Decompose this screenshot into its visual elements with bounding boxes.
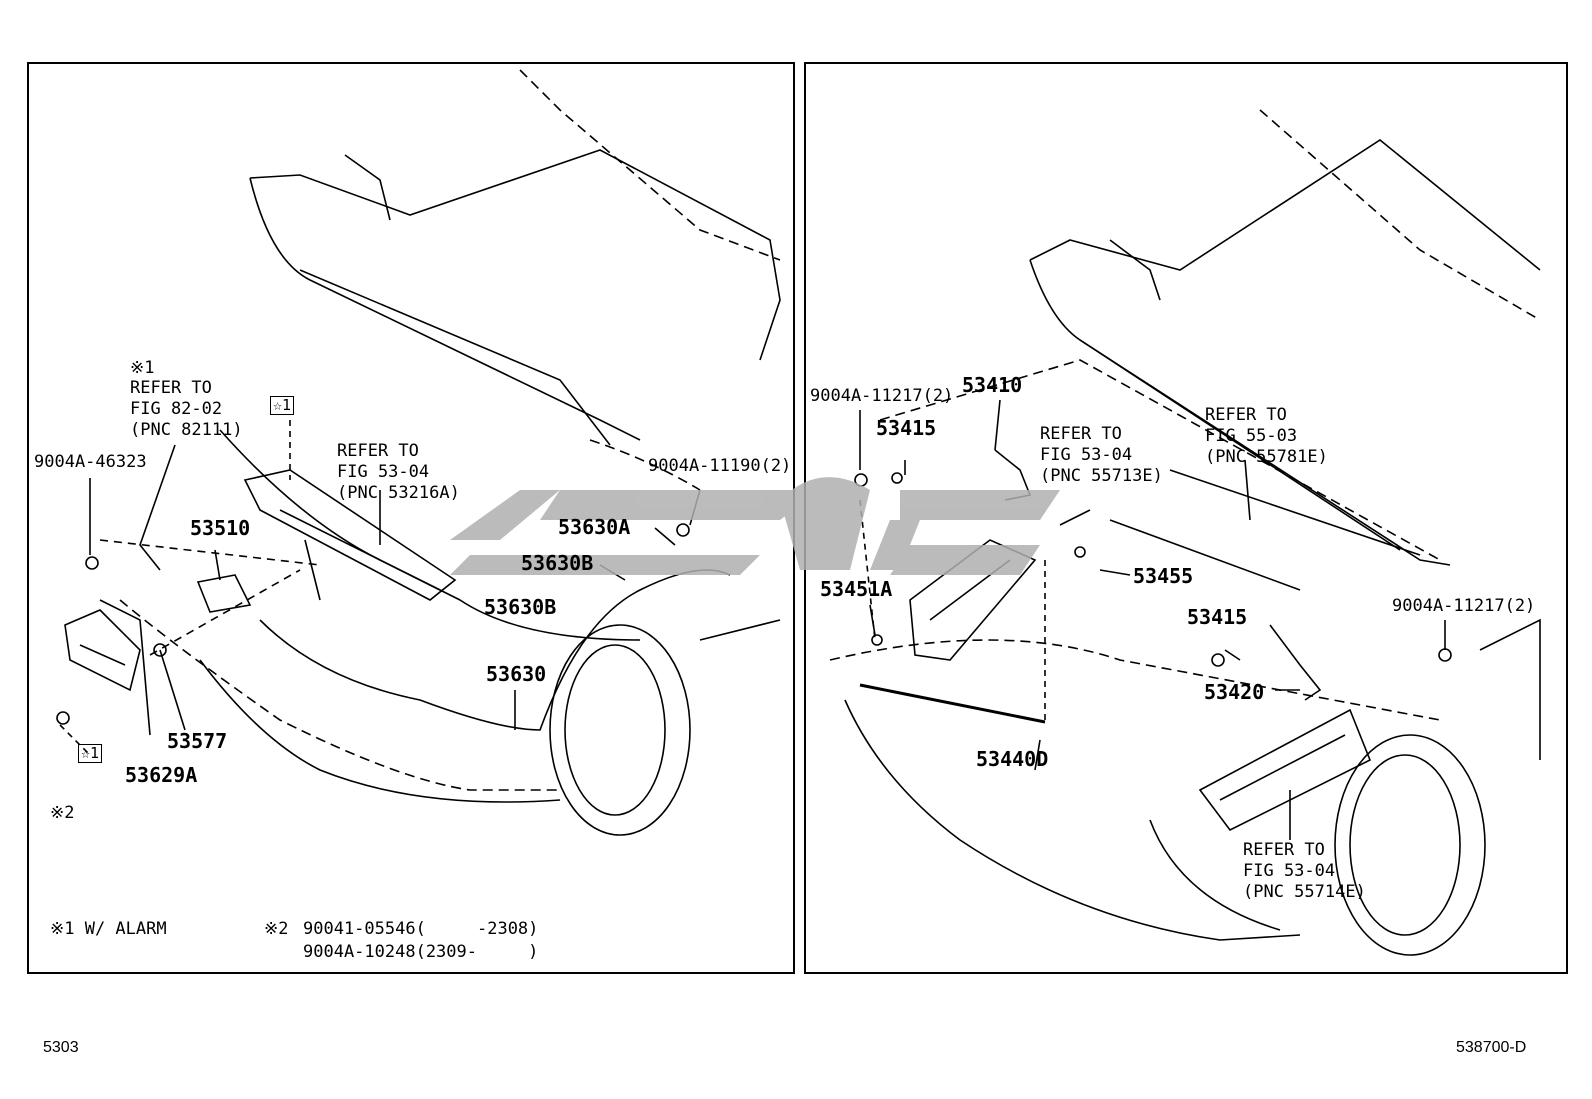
- figure-number-left: 5303: [43, 1039, 79, 1056]
- star-mark-box-top: ☆1: [270, 396, 295, 415]
- part-53420: 53420: [1204, 680, 1265, 704]
- part-53415-lower: 53415: [1187, 605, 1248, 629]
- part-9004a-11217-right: 9004A-11217(2): [1392, 596, 1536, 616]
- ref-55714e-line2: FIG 53-04: [1243, 861, 1336, 881]
- part-53630a: 53630A: [558, 515, 631, 539]
- part-53629a: 53629A: [125, 763, 198, 787]
- part-9004a-11190: 9004A-11190(2): [648, 456, 792, 476]
- part-9004a-11217-left: 9004A-11217(2): [810, 386, 954, 406]
- ref-55713e-line2: FIG 53-04: [1040, 445, 1133, 465]
- ref-53216a-line2: FIG 53-04: [337, 462, 430, 482]
- footnote-alarm: ※1 W/ ALARM: [50, 919, 167, 939]
- note2-mark: ※2: [50, 803, 75, 823]
- alarm-note-mark: ※1: [130, 358, 155, 378]
- part-53630b-upper: 53630B: [521, 551, 594, 575]
- part-9004a-46323: 9004A-46323: [34, 452, 147, 472]
- part-53630b-lower: 53630B: [484, 595, 557, 619]
- ref-55714e-line3: (PNC 55714E): [1243, 882, 1366, 902]
- star-mark-box-bottom: ☆1: [78, 744, 103, 763]
- ref-55781e-line3: (PNC 55781E): [1205, 447, 1328, 467]
- part-53630: 53630: [486, 662, 547, 686]
- figure-code-right: 538700-D: [1456, 1039, 1527, 1056]
- part-53410: 53410: [962, 373, 1023, 397]
- ref-53216a-line1: REFER TO: [337, 441, 419, 461]
- part-53510: 53510: [190, 516, 251, 540]
- footnote2-line2: 9004A-10248(2309- ): [303, 942, 539, 962]
- right-vehicle-drawing: [829, 109, 1541, 956]
- part-53455: 53455: [1133, 564, 1194, 588]
- ref-55714e-line1: REFER TO: [1243, 840, 1325, 860]
- ref-55713e-line3: (PNC 55713E): [1040, 466, 1163, 486]
- alarm-ref-line2: FIG 82-02: [130, 399, 223, 419]
- part-53451a: 53451A: [820, 577, 893, 601]
- ref-53216a-line3: (PNC 53216A): [337, 483, 460, 503]
- part-53440d: 53440D: [976, 747, 1049, 771]
- footnote2-line1: 90041-05546( -2308): [303, 919, 539, 939]
- left-vehicle-drawing: [56, 69, 781, 836]
- ref-55781e-line1: REFER TO: [1205, 405, 1287, 425]
- alarm-ref-line1: REFER TO: [130, 378, 212, 398]
- part-53577: 53577: [167, 729, 228, 753]
- watermark-logo: [450, 477, 1060, 575]
- ref-55781e-line2: FIG 55-03: [1205, 426, 1298, 446]
- footnote2-mark: ※2: [264, 919, 289, 939]
- alarm-ref-line3: (PNC 82111): [130, 420, 243, 440]
- part-53415-upper: 53415: [876, 416, 937, 440]
- ref-55713e-line1: REFER TO: [1040, 424, 1122, 444]
